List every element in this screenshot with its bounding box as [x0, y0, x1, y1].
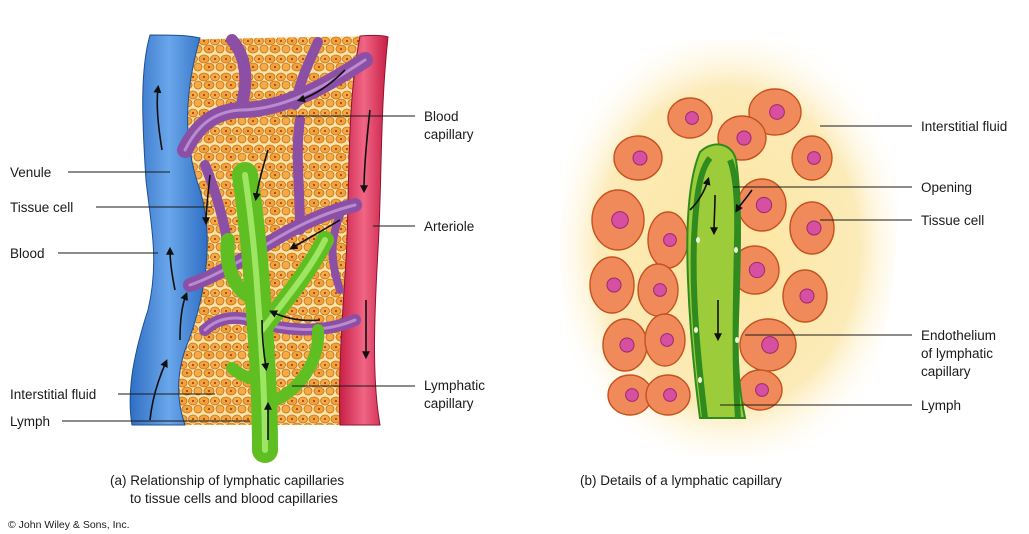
label-venule: Venule [10, 165, 51, 180]
label-lymphatic-capillary-line2: capillary [424, 396, 474, 411]
label-interstitial-fluid-a: Interstitial fluid [10, 387, 96, 402]
cell-nucleus [762, 337, 779, 354]
caption-b: (b) Details of a lymphatic capillary [580, 473, 782, 488]
cell-nucleus [654, 284, 667, 297]
caption-a-line2: to tissue cells and blood capillaries [130, 491, 338, 506]
copyright-notice: © John Wiley & Sons, Inc. [8, 519, 130, 531]
cell-nucleus [756, 384, 769, 397]
cell-nucleus [620, 338, 634, 352]
panel-a-illustration [130, 35, 388, 450]
cell-nucleus [808, 152, 821, 165]
label-endothelium-line1: Endothelium [921, 328, 996, 343]
panel-b-illustration [560, 39, 897, 456]
label-lymph-b: Lymph [921, 398, 961, 413]
cell-nucleus [664, 234, 677, 247]
cell-nucleus [770, 105, 785, 120]
cell-nucleus [756, 197, 771, 212]
label-interstitial-fluid-b: Interstitial fluid [921, 119, 1007, 134]
caption-a-line1: (a) Relationship of lymphatic capillarie… [110, 473, 344, 488]
cell-nucleus [807, 221, 821, 235]
label-lymphatic-capillary-line1: Lymphatic [424, 378, 485, 393]
cell-nucleus [664, 389, 677, 402]
cell-nucleus [800, 289, 814, 303]
cell-nucleus [607, 278, 621, 292]
label-arteriole: Arteriole [424, 219, 474, 234]
cell-nucleus [626, 389, 639, 402]
label-endothelium-line2: of lymphatic [921, 346, 993, 361]
cell-nucleus [749, 262, 764, 277]
label-blood-capillary-line2: capillary [424, 127, 474, 142]
cell-nucleus [737, 131, 751, 145]
cell-nucleus [633, 151, 647, 165]
label-endothelium-line3: capillary [921, 364, 971, 379]
label-blood: Blood [10, 246, 45, 261]
label-tissue-cell-b: Tissue cell [921, 213, 984, 228]
label-opening: Opening [921, 180, 972, 195]
cell-nucleus [686, 112, 699, 125]
label-lymph-a: Lymph [10, 414, 50, 429]
label-tissue-cell-a: Tissue cell [10, 200, 73, 215]
label-blood-capillary-line1: Blood [424, 109, 459, 124]
cell-nucleus [661, 334, 674, 347]
cell-nucleus [612, 212, 629, 229]
